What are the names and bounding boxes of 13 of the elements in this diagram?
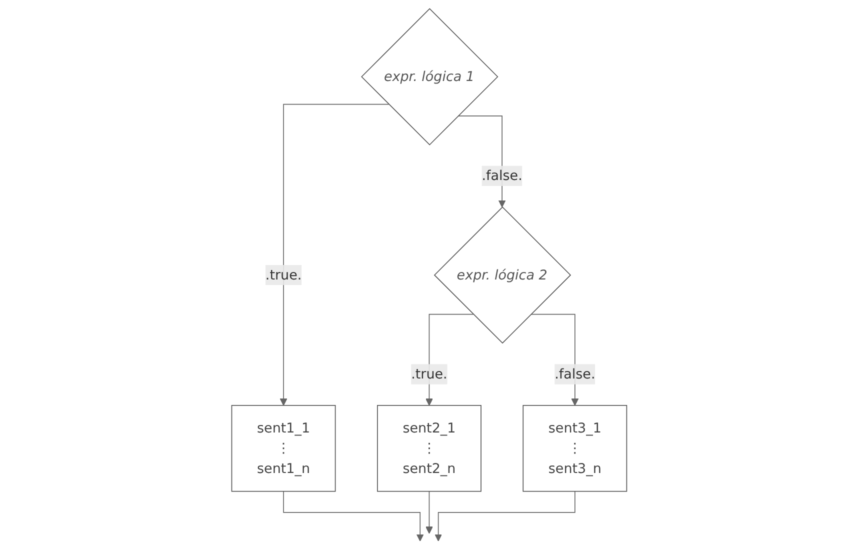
- arrow: [283, 490, 424, 542]
- edge-label: .false.: [554, 366, 596, 382]
- edge-label: .true.: [411, 366, 448, 382]
- arrow: [426, 490, 434, 534]
- arrow: [434, 490, 576, 542]
- node-box: sent3_1 ⋮ sent3_n: [522, 405, 628, 492]
- node-box: sent2_1 ⋮ sent2_n: [377, 405, 482, 492]
- edge-label: .true.: [266, 266, 302, 283]
- node-diamond: expr. lógica 2: [434, 206, 572, 344]
- edge-label: .false.: [482, 167, 523, 184]
- arrow: [280, 104, 390, 406]
- node-box: sent1_1 ⋮ sent1_n: [232, 405, 336, 492]
- node-diamond: expr. lógica 1: [361, 8, 499, 146]
